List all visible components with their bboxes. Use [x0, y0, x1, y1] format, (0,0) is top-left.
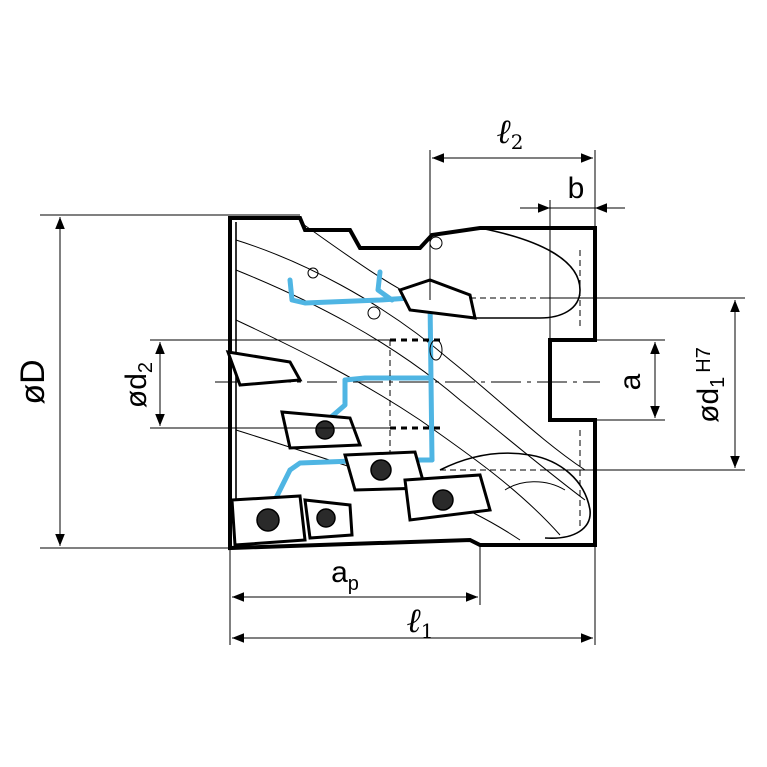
label-d1: ød1H7 — [692, 347, 729, 423]
dimension-labels: øD ød2 ød1H7 a b ap ℓ1 ℓ2 — [14, 112, 729, 643]
coolant-channel-2 — [375, 269, 395, 303]
label-l2: ℓ2 — [497, 112, 524, 154]
label-l1: ℓ1 — [407, 601, 434, 643]
inserts — [225, 236, 492, 547]
label-d2: ød2 — [120, 362, 157, 408]
insert-screw-icon — [256, 508, 280, 532]
insert-screw-icon — [316, 508, 336, 528]
insert-screw-icon — [315, 420, 335, 440]
label-D: øD — [14, 359, 52, 404]
insert-screw-icon — [432, 489, 454, 511]
label-b: b — [568, 172, 585, 205]
coolant-channel-5 — [327, 377, 348, 421]
label-ap: ap — [331, 556, 359, 595]
coolant-channel-4 — [342, 375, 433, 383]
extension-lines — [40, 150, 745, 645]
coolant-channel-7 — [272, 467, 293, 503]
dimension-lines — [55, 153, 740, 643]
coolant-channels — [272, 269, 473, 503]
insert-screw-icon — [370, 459, 392, 481]
label-a: a — [614, 373, 647, 390]
insert-top — [397, 278, 477, 320]
insert-left-upper — [225, 350, 303, 387]
